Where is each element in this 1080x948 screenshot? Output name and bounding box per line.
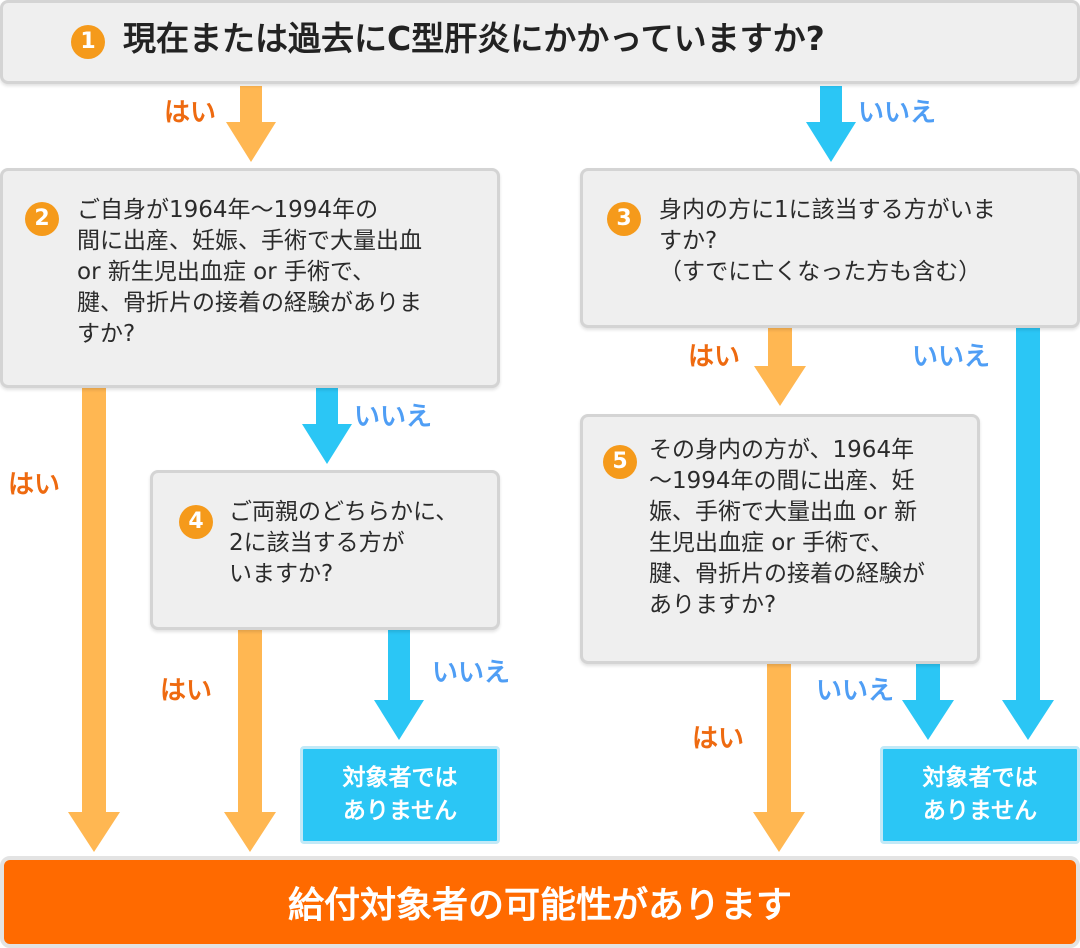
question-2-box: 2 ご自身が1964年～1994年の 間に出産、妊娠、手術で大量出血 or 新生…: [0, 168, 500, 388]
label-q4-no: いいえ: [432, 658, 511, 688]
label-q1-yes: はい: [164, 98, 217, 128]
question-3-number-badge: 3: [607, 202, 641, 236]
arrow-q3-no: [1002, 328, 1054, 740]
arrow-q5-no: [902, 664, 954, 740]
label-q2-yes: はい: [8, 470, 61, 500]
not-eligible-box-right: 対象者では ありません: [880, 746, 1080, 844]
label-q2-no: いいえ: [354, 402, 433, 432]
label-q4-yes: はい: [160, 676, 213, 706]
question-1-box: 1 現在または過去にC型肝炎にかかっていますか?: [0, 0, 1080, 84]
arrow-q2-no: [302, 388, 352, 464]
arrow-q3-yes: [754, 328, 806, 406]
question-3-box: 3 身内の方に1に該当する方がいま すか? （すでに亡くなった方も含む）: [580, 168, 1080, 328]
question-3-text: 身内の方に1に該当する方がいま すか? （すでに亡くなった方も含む）: [659, 197, 996, 285]
arrow-q1-no: [806, 86, 856, 162]
question-2-text: ご自身が1964年～1994年の 間に出産、妊娠、手術で大量出血 or 新生児出…: [77, 197, 422, 347]
question-5-number-badge: 5: [603, 445, 637, 479]
question-4-box: 4 ご両親のどちらかに、 2に該当する方が いますか?: [150, 470, 500, 630]
label-q5-yes: はい: [692, 724, 745, 754]
result-banner: 給付対象者の可能性があります: [0, 856, 1080, 948]
question-5-text: その身内の方が、1964年 ～1994年の間に出産、妊 娠、手術で大量出血 or…: [649, 437, 925, 618]
question-1-number-badge: 1: [71, 25, 105, 59]
question-4-number-badge: 4: [179, 505, 213, 539]
label-q3-no: いいえ: [912, 342, 991, 372]
question-5-box: 5 その身内の方が、1964年 ～1994年の間に出産、妊 娠、手術で大量出血 …: [580, 414, 980, 664]
label-q3-yes: はい: [688, 342, 741, 372]
question-1-text: 現在または過去にC型肝炎にかかっていますか?: [123, 19, 825, 58]
arrow-q5-yes: [753, 664, 805, 852]
question-2-number-badge: 2: [25, 202, 59, 236]
arrow-q4-yes: [224, 630, 276, 852]
label-q1-no: いいえ: [858, 98, 937, 128]
arrow-q4-no: [374, 630, 424, 740]
arrow-q2-yes: [68, 388, 120, 852]
question-4-text: ご両親のどちらかに、 2に該当する方が いますか?: [229, 499, 459, 587]
not-eligible-box-left: 対象者では ありません: [300, 746, 500, 844]
label-q5-no: いいえ: [816, 676, 895, 706]
arrow-q1-yes: [226, 86, 276, 162]
